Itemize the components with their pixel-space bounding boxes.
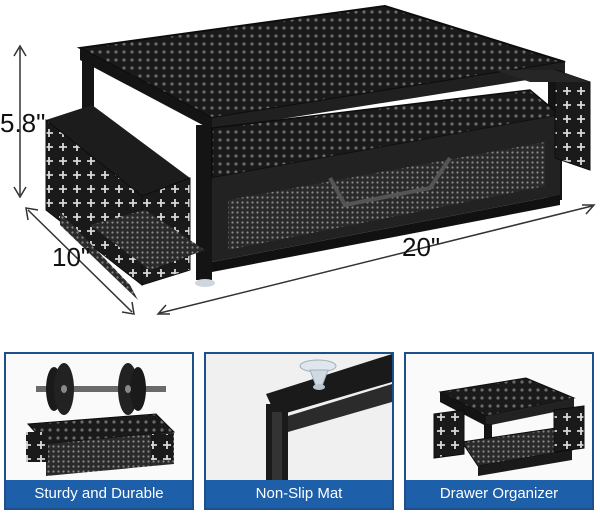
height-label: 5.8" <box>0 108 46 138</box>
depth-label: 10" <box>52 242 91 272</box>
monitor-stand-illustration <box>13 4 596 315</box>
feature-caption: Drawer Organizer <box>406 480 592 508</box>
product-hero <box>13 4 596 315</box>
drawer-icon <box>433 377 585 476</box>
feature-panel-drawer: Drawer Organizer <box>404 352 594 510</box>
height-dimension-line <box>13 44 27 199</box>
depth-dimension-line <box>25 207 135 315</box>
width-label: 20" <box>402 232 441 262</box>
dumbbell-icon <box>26 363 176 476</box>
width-dimension-line <box>156 204 596 315</box>
suction-cup-icon <box>206 354 392 484</box>
feature-caption: Sturdy and Durable <box>6 480 192 508</box>
feature-caption: Non-Slip Mat <box>206 480 392 508</box>
feature-panel-sturdy: Sturdy and Durable <box>4 352 194 510</box>
feature-panel-non-slip: Non-Slip Mat <box>204 352 394 510</box>
